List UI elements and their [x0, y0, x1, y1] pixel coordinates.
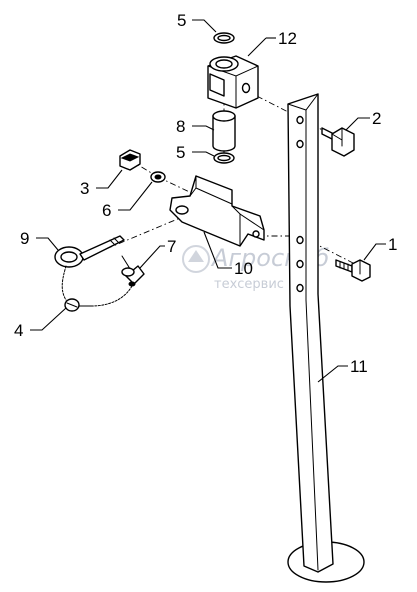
callout-labels: 5 12 2 8 5 3 6 9 7 10 1 11 4 — [14, 11, 397, 376]
part-3-nut — [119, 149, 141, 171]
part-5-bottom-ring — [213, 152, 235, 164]
callout-8: 8 — [176, 117, 185, 136]
watermark-emblem — [182, 245, 210, 273]
callout-12: 12 — [278, 29, 297, 48]
callout-5-top: 5 — [177, 11, 186, 30]
callout-4: 4 — [14, 321, 23, 340]
part-9-eye-pin — [54, 235, 125, 268]
part-1-bolt — [335, 259, 371, 282]
callout-6: 6 — [102, 201, 111, 220]
callout-9: 9 — [20, 229, 29, 248]
part-7-lynch-pin — [121, 255, 145, 287]
callout-2: 2 — [372, 109, 381, 128]
part-6-washer — [150, 171, 166, 183]
part-4-tag — [64, 298, 80, 312]
callout-7: 7 — [167, 237, 176, 256]
lanyard-cable — [61, 265, 133, 307]
callout-3: 3 — [80, 179, 89, 198]
part-2-bolt — [321, 127, 355, 157]
leader-lines — [30, 19, 386, 383]
callout-11: 11 — [350, 357, 368, 376]
callout-5-bottom: 5 — [176, 143, 185, 162]
part-8-pin — [212, 110, 236, 152]
part-12-clevis — [207, 55, 259, 109]
part-5-top-ring — [213, 32, 235, 44]
part-11-post — [287, 93, 365, 583]
callout-1: 1 — [388, 235, 397, 254]
callout-10: 10 — [234, 259, 253, 278]
watermark-subtext: техсервис — [214, 277, 284, 292]
part-10-bracket — [169, 175, 265, 247]
